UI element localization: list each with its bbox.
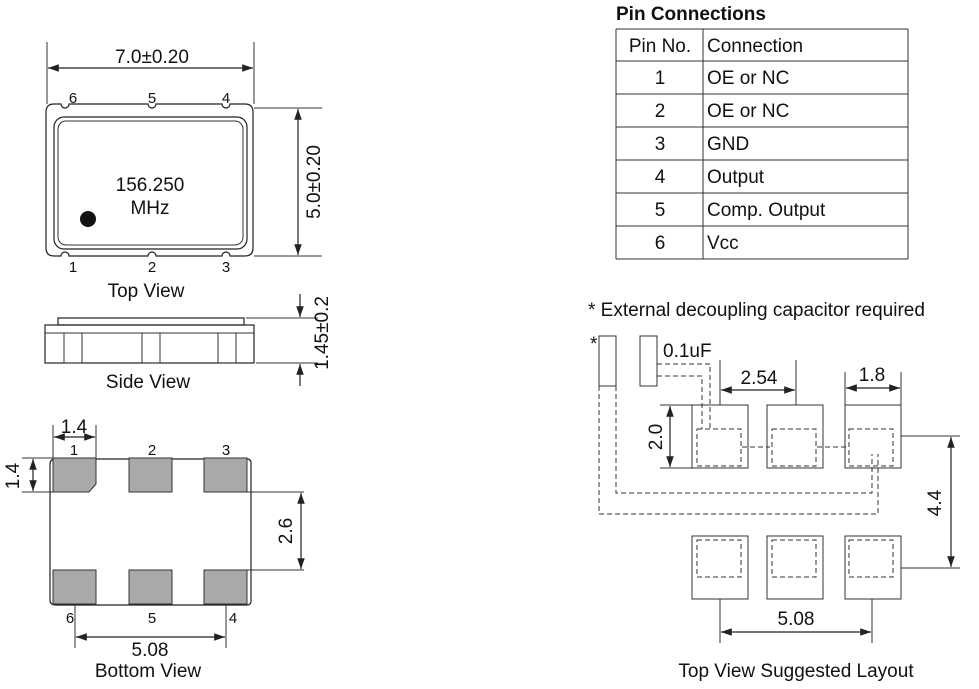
suggested-layout: * External decoupling capacitor required… — [588, 300, 960, 682]
layout-caption: Top View Suggested Layout — [678, 661, 914, 682]
side-terminal — [63, 332, 83, 364]
bottom-pad-4 — [203, 569, 248, 605]
top-view-caption: Top View — [108, 281, 185, 302]
pin-table-cell: OE or NC — [707, 101, 789, 122]
trace-gnd — [598, 386, 879, 515]
top-package-outline — [45, 103, 254, 257]
bottom-pad-5 — [128, 569, 173, 605]
top-view: 7.0±0.20 5.0±0.20 6 5 4 1 2 3 156.250 MH… — [45, 42, 325, 302]
land-pad-top-2 — [766, 404, 824, 469]
decoupling-note: * External decoupling capacitor required — [588, 300, 925, 321]
frequency-marking: 156.250 — [116, 175, 185, 196]
capacitor-asterisk: * — [590, 334, 598, 355]
layout-row-gap-dimension: 4.4 — [925, 489, 946, 516]
top-width-dimension: 7.0±0.20 — [115, 47, 189, 68]
top-lid-inner — [57, 120, 244, 246]
side-height-dimension: 1.45±0.2 — [312, 296, 333, 370]
trace-vcc — [615, 386, 873, 494]
layout-pad-height-dimension: 2.0 — [646, 424, 667, 450]
top-pin-label: 2 — [148, 259, 156, 276]
bottom-pin-label: 4 — [229, 610, 237, 627]
trace-cap-2 — [657, 375, 703, 429]
pin-table-cell: Vcc — [707, 233, 739, 254]
bottom-pin-label: 6 — [66, 610, 74, 627]
side-terminal — [217, 332, 237, 364]
pin-table-title: Pin Connections — [616, 4, 766, 25]
pin-table-cell: 6 — [655, 233, 666, 254]
top-lid-outer — [53, 116, 248, 250]
bottom-view-caption: Bottom View — [95, 661, 202, 682]
side-lid — [57, 317, 245, 326]
pin-table-cell: Comp. Output — [707, 200, 826, 221]
top-pin-label: 4 — [222, 90, 230, 107]
bottom-pin-label: 2 — [148, 442, 156, 459]
pin-table-cell: 3 — [655, 134, 666, 155]
bottom-pad-width-dimension: 1.4 — [61, 417, 88, 438]
pin-table-cell: Output — [707, 167, 765, 188]
trace-cap — [657, 363, 711, 429]
land-pad-bottom-2 — [766, 535, 824, 600]
capacitor-value-label: 0.1uF — [663, 341, 712, 362]
pin1-marker-dot — [80, 211, 96, 227]
pin-table-cell: 5 — [655, 200, 666, 221]
bottom-pin-label: 1 — [70, 442, 78, 459]
bottom-pin-label: 3 — [222, 442, 230, 459]
capacitor-pad-right — [639, 335, 658, 387]
pin-table-cell: 1 — [655, 68, 666, 89]
bottom-pitch-dimension: 5.08 — [132, 640, 169, 661]
top-pin-label: 1 — [69, 259, 77, 276]
bottom-package-outline — [49, 458, 252, 606]
side-terminal — [141, 332, 161, 364]
top-height-dimension: 5.0±0.20 — [304, 145, 325, 219]
top-pin-label: 5 — [148, 90, 156, 107]
land-pad-top-1 — [691, 404, 749, 469]
bottom-pad-2 — [128, 457, 173, 493]
pin-table-header-pin: Pin No. — [629, 36, 691, 57]
pin-table-cell: 2 — [655, 101, 666, 122]
land-pad-bottom-1 — [691, 535, 749, 600]
pin-table-header-connection: Connection — [707, 36, 803, 57]
side-view: 1.45±0.2 Side View — [44, 294, 333, 393]
layout-pad-width-dimension: 1.8 — [859, 365, 885, 386]
bottom-pad-1 — [52, 457, 97, 493]
side-view-caption: Side View — [106, 372, 190, 393]
top-pin-label: 6 — [69, 90, 77, 107]
side-body — [44, 324, 255, 364]
bottom-pad-3 — [203, 457, 248, 493]
bottom-pin-label: 5 — [148, 610, 156, 627]
bottom-pad-6 — [52, 569, 97, 605]
bottom-view: 1.4 1.4 2.6 5.08 1 2 3 6 5 4 Bottom View — [3, 417, 305, 682]
bottom-pad-gap-dimension: 2.6 — [276, 518, 297, 544]
layout-pitch-dimension: 2.54 — [741, 368, 778, 389]
pin-table-cell: OE or NC — [707, 68, 789, 89]
pin-connections-table: Pin Connections Pin No. Connection 1 OE … — [615, 4, 909, 260]
pin-table-cell: GND — [707, 134, 749, 155]
capacitor-pad-left — [598, 335, 617, 387]
frequency-unit-marking: MHz — [130, 198, 169, 219]
bottom-pad-height-dimension: 1.4 — [3, 462, 24, 489]
pin-table-cell: 4 — [655, 167, 666, 188]
layout-span-dimension: 5.08 — [778, 609, 815, 630]
top-pin-label: 3 — [222, 259, 230, 276]
